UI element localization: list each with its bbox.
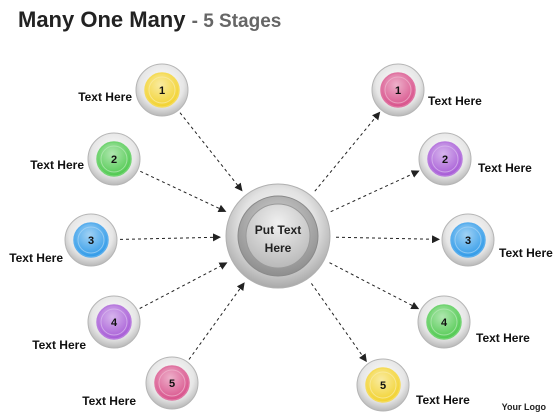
right-stage-disc-4 [426,304,462,340]
left-stage-label-5: Text Here [82,394,136,408]
right-stage-disc-2 [427,141,463,177]
left-stage-highlight-2 [100,145,128,173]
right-arrow-3 [335,235,440,244]
center-text-line2: Here [265,241,292,255]
left-stage-number-3: 3 [88,235,94,247]
left-stage-highlight-3 [77,226,105,254]
center-core [245,203,311,269]
left-arrow-1 [179,112,243,192]
right-stage-disc-1 [380,72,416,108]
left-stage-node-1: 1 Text Here [78,63,189,117]
right-stage-label-2: Text Here [478,161,532,175]
left-arrow-4 [139,262,228,309]
left-stage-highlight-4 [100,308,128,336]
right-stage-highlight-3 [454,226,482,254]
right-stage-number-1: 1 [395,85,401,97]
left-stage-highlight-1 [148,76,176,104]
left-stage-disc-2 [96,141,132,177]
center-text-line1: Put Text [255,223,301,237]
left-arrow-2 [140,170,227,213]
right-stage-number-3: 3 [465,235,471,247]
right-stage-label-5: Text Here [416,393,470,407]
right-stage-label-1: Text Here [428,94,482,108]
left-stage-number-4: 4 [111,317,118,329]
right-stage-number-5: 5 [380,380,386,392]
logo-text: Your Logo [501,402,546,412]
connector-arrows [119,111,440,363]
left-stage-disc-4 [96,304,132,340]
left-stage-disc-1 [144,72,180,108]
right-arrow-1 [314,111,381,192]
right-stage-label-3: Text Here [499,246,553,260]
left-stage-label-1: Text Here [78,90,132,104]
right-stage-number-4: 4 [441,317,448,329]
right-stage-disc-5 [365,367,401,403]
left-stage-node-2: 2 Text Here [30,132,141,186]
right-stage-highlight-4 [430,308,458,336]
title-main: Many One Many [18,7,186,32]
right-stage-highlight-1 [384,76,412,104]
right-stage-highlight-5 [369,371,397,399]
right-arrow-4 [329,262,420,310]
left-arrow-5 [188,282,245,360]
left-stage-number-5: 5 [169,378,175,390]
right-stage-label-4: Text Here [476,331,530,345]
left-stage-label-3: Text Here [9,251,63,265]
left-arrow-3 [119,233,221,242]
left-stage-disc-5 [154,365,190,401]
left-stage-label-2: Text Here [30,158,84,172]
right-stage-number-2: 2 [442,154,448,166]
left-stage-number-2: 2 [111,154,117,166]
center-node: Put Text Here [225,183,331,289]
right-arrow-2 [330,170,420,213]
left-stage-highlight-5 [158,369,186,397]
title-sub: - 5 Stages [191,11,282,32]
right-stage-disc-3 [450,222,486,258]
right-stage-highlight-2 [431,145,459,173]
left-stage-label-4: Text Here [32,338,86,352]
right-arrow-5 [310,283,367,363]
left-stage-disc-3 [73,222,109,258]
left-stage-number-1: 1 [159,85,165,97]
page-title: Many One Many - 5 Stages [18,6,281,36]
